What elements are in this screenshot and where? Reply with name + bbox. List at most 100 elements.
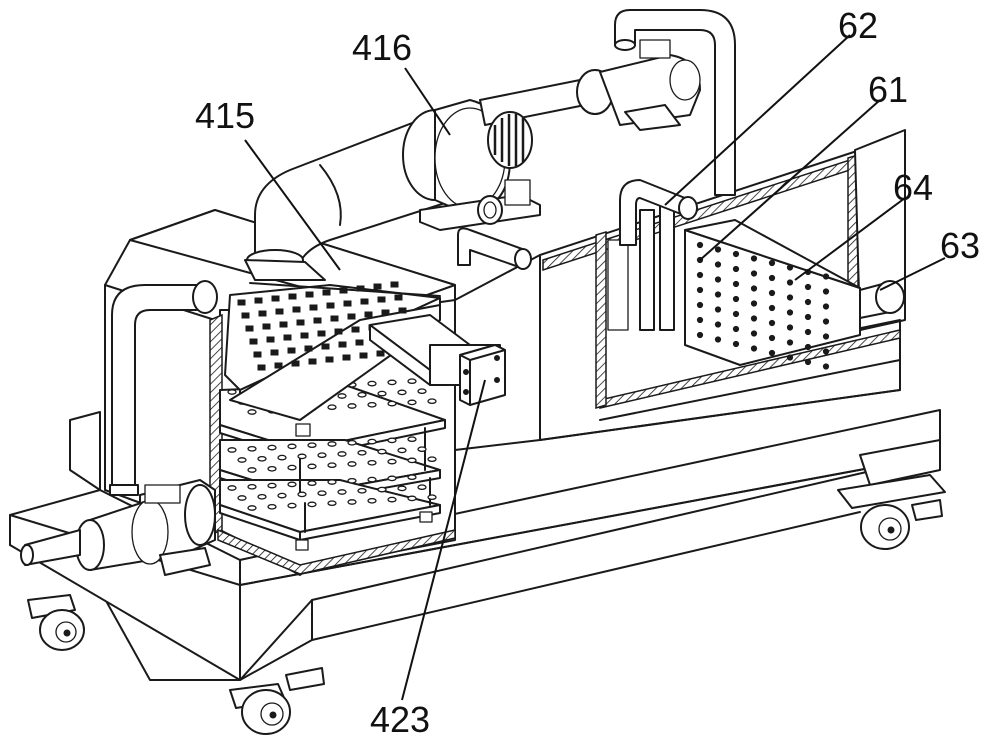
tray-hole bbox=[377, 390, 387, 397]
screen-hole bbox=[249, 338, 258, 345]
screen-hole bbox=[373, 283, 382, 290]
tray-hole bbox=[407, 378, 417, 385]
tray-hole bbox=[337, 393, 347, 399]
plate-hole bbox=[822, 288, 830, 295]
caster-wheels bbox=[27, 474, 946, 735]
tray-hole bbox=[347, 439, 357, 446]
tray-hole bbox=[307, 463, 317, 470]
screen-hole bbox=[321, 343, 330, 350]
screen-hole bbox=[262, 323, 271, 330]
plate-hole bbox=[768, 349, 776, 357]
screen-hole bbox=[287, 347, 296, 354]
motor-shaft bbox=[479, 79, 586, 169]
plate-hole bbox=[768, 304, 776, 312]
plate-hole bbox=[786, 309, 794, 316]
tray-hole bbox=[307, 442, 317, 449]
inner-tubes-62 bbox=[607, 179, 698, 331]
tray-hole bbox=[367, 476, 377, 483]
tray-hole bbox=[327, 462, 337, 469]
plate-hole bbox=[786, 339, 794, 346]
tray-hole bbox=[267, 444, 277, 451]
screen-hole bbox=[364, 311, 373, 318]
tray-hole bbox=[387, 496, 397, 503]
plate-hole bbox=[714, 261, 722, 268]
tray-hole bbox=[397, 485, 407, 492]
tray-hole bbox=[417, 446, 427, 453]
plate-hole bbox=[822, 333, 830, 340]
leader-64 bbox=[794, 197, 906, 281]
tray-hole bbox=[407, 495, 417, 502]
tray-hole bbox=[257, 455, 267, 462]
tray-hole bbox=[407, 457, 417, 464]
screen-hole bbox=[342, 354, 351, 361]
plate-hole bbox=[768, 274, 776, 282]
screen-hole bbox=[237, 299, 246, 306]
screen-hole bbox=[330, 315, 339, 322]
tray-hole bbox=[347, 461, 357, 467]
tray-hole bbox=[357, 449, 367, 456]
leader-63 bbox=[879, 257, 946, 291]
plate-hole bbox=[750, 345, 758, 352]
tray-hole bbox=[427, 494, 437, 501]
screen-hole bbox=[270, 349, 279, 356]
tray-hole bbox=[387, 458, 397, 465]
perforated-trays bbox=[219, 378, 446, 551]
plate-hole bbox=[786, 354, 794, 361]
screen-hole bbox=[274, 362, 283, 369]
caster-front-left bbox=[27, 594, 85, 651]
screen-hole bbox=[309, 304, 318, 311]
screen-hole bbox=[338, 341, 347, 348]
tray-hole bbox=[377, 486, 387, 493]
label-416: 416 bbox=[352, 27, 412, 68]
screen-hole bbox=[288, 293, 297, 300]
piston-cylinder-423 bbox=[369, 314, 506, 406]
plate-hole bbox=[804, 358, 812, 366]
plate-hole bbox=[696, 316, 704, 324]
plate-hole bbox=[804, 298, 812, 306]
caster-rear-right bbox=[837, 474, 946, 550]
plate-hole bbox=[768, 289, 776, 297]
tray-hole bbox=[347, 403, 357, 409]
label-415: 415 bbox=[195, 95, 255, 136]
screen-hole bbox=[360, 298, 369, 305]
screen-hole bbox=[347, 313, 356, 320]
plate-hole bbox=[714, 291, 722, 298]
label-63: 63 bbox=[940, 225, 980, 266]
tray-hole bbox=[287, 502, 297, 509]
tray-hole bbox=[387, 437, 397, 444]
screen-hole bbox=[398, 307, 407, 314]
tray-hole bbox=[297, 491, 307, 498]
tray-hole bbox=[277, 492, 287, 499]
screen-hole bbox=[376, 350, 385, 357]
tray-hole bbox=[327, 500, 337, 507]
plate-hole bbox=[732, 325, 740, 333]
leader-423 bbox=[401, 379, 486, 701]
screen-hole bbox=[351, 326, 360, 333]
tray-hole bbox=[347, 477, 357, 484]
plate-hole bbox=[714, 246, 722, 253]
tray-hole bbox=[377, 448, 387, 455]
tray-hole bbox=[347, 499, 357, 505]
screen-hole bbox=[253, 351, 262, 358]
tray-hole bbox=[297, 453, 307, 460]
tray-hole bbox=[367, 497, 377, 504]
plate-hole bbox=[696, 301, 704, 309]
plate-hole bbox=[750, 255, 758, 262]
plate-hole bbox=[732, 340, 740, 348]
top-return-pipe bbox=[614, 9, 736, 196]
screen-hole bbox=[241, 312, 250, 319]
screen-hole bbox=[326, 302, 335, 309]
upper-pump bbox=[576, 39, 701, 131]
tray-hole bbox=[247, 467, 257, 473]
screen-hole bbox=[325, 356, 334, 363]
tray-hole bbox=[267, 503, 277, 510]
tray-hole bbox=[427, 398, 437, 405]
screen-hole bbox=[279, 321, 288, 328]
screen-hole bbox=[257, 364, 266, 371]
plate-hole bbox=[714, 276, 722, 283]
tray-hole bbox=[287, 443, 297, 450]
plate-hole bbox=[750, 300, 758, 307]
screen-hole bbox=[292, 306, 301, 313]
plate-hole bbox=[696, 286, 704, 294]
tray-hole bbox=[407, 474, 417, 481]
